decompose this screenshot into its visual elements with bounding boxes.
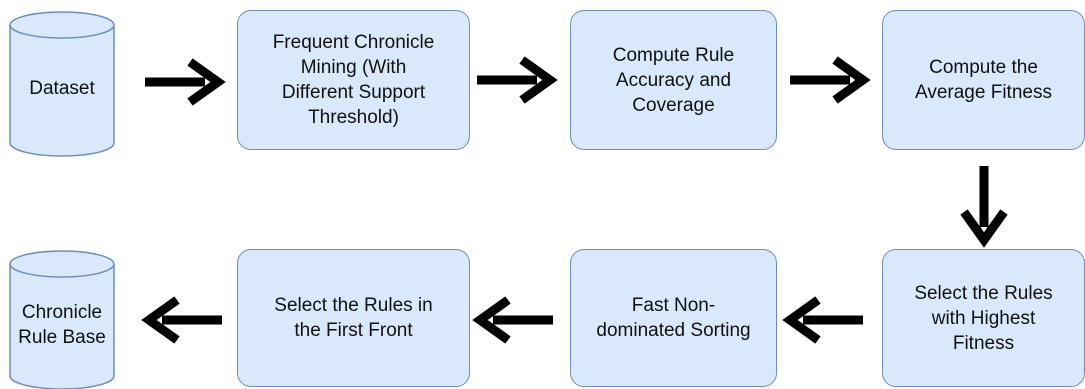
dataset-label: Dataset [29, 77, 95, 99]
dataset-cylinder [9, 11, 115, 157]
arrow-first-front-to-rule-base [141, 296, 222, 344]
arrow-sorting-to-first-front [472, 296, 553, 344]
select-first-front-box: Select the Rules in the First Front [237, 249, 470, 387]
arrow-fitness-to-select [960, 166, 1008, 248]
rule-base-cylinder [9, 250, 115, 389]
compute-accuracy-box: Compute Rule Accuracy and Coverage [570, 10, 777, 150]
frequent-mining-label: Frequent Chronicle Mining (With Differen… [272, 32, 435, 128]
compute-accuracy-label: Compute Rule Accuracy and Coverage [612, 44, 735, 116]
rule-base-label: Chronicle Rule Base [18, 301, 106, 348]
arrow-select-to-sorting [782, 296, 863, 344]
arrow-dataset-to-mining [145, 58, 226, 106]
fast-sorting-box: Fast Non- dominated Sorting [570, 249, 777, 387]
select-highest-label: Select the Rules with Highest Fitness [914, 282, 1053, 354]
frequent-mining-box: Frequent Chronicle Mining (With Differen… [237, 10, 470, 150]
fast-sorting-label: Fast Non- dominated Sorting [596, 295, 751, 341]
arrow-accuracy-to-fitness [790, 56, 871, 104]
arrow-mining-to-accuracy [477, 56, 558, 104]
compute-fitness-label: Compute the Average Fitness [915, 57, 1052, 103]
select-first-front-label: Select the Rules in the First Front [274, 295, 433, 341]
select-highest-box: Select the Rules with Highest Fitness [882, 249, 1085, 387]
compute-fitness-box: Compute the Average Fitness [882, 10, 1085, 150]
